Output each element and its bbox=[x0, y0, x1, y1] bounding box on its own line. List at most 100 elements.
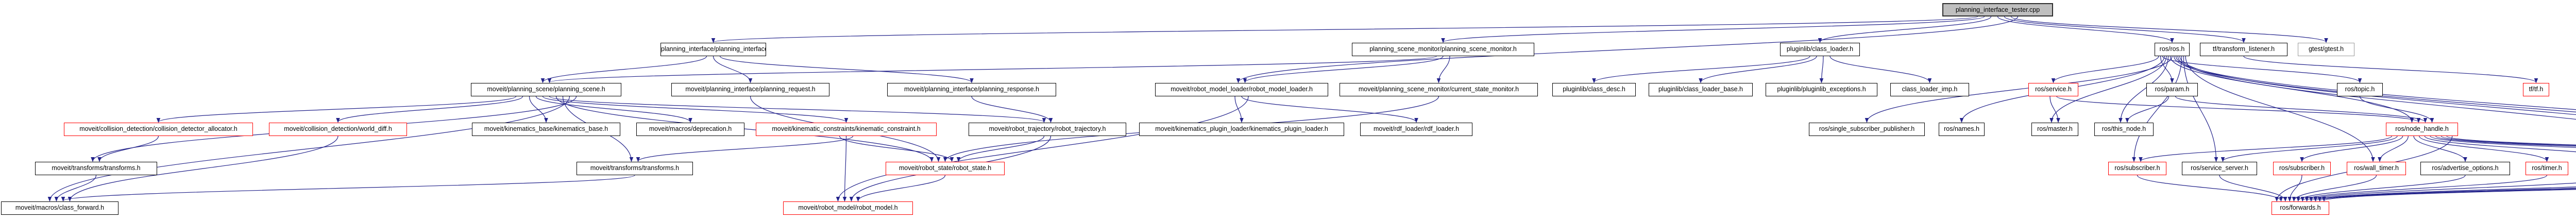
include-edge bbox=[2162, 56, 2362, 83]
include-edge bbox=[1818, 16, 1992, 43]
include-edge bbox=[2424, 136, 2576, 153]
graph-node-transforms2[interactable]: moveit/transforms/transforms.h bbox=[577, 162, 693, 175]
include-edge bbox=[156, 96, 517, 123]
graph-node-world_diff[interactable]: moveit/collision_detection/world_diff.h bbox=[269, 123, 407, 136]
graph-node-psm[interactable]: planning_scene_monitor/planning_scene_mo… bbox=[1352, 43, 1534, 56]
include-edge bbox=[2435, 136, 2576, 147]
include-edge bbox=[713, 56, 753, 83]
graph-node-planning_interface[interactable]: planning_interface/planning_interface.h bbox=[660, 43, 766, 56]
graph-node-deprecation[interactable]: moveit/macros/deprecation.h bbox=[636, 123, 744, 136]
graph-node-tf_tf[interactable]: tf/tf.h bbox=[2523, 83, 2549, 96]
include-edge bbox=[54, 175, 97, 202]
include-edge bbox=[2446, 136, 2576, 145]
include-edge bbox=[2049, 96, 2060, 123]
include-edge bbox=[2137, 175, 2283, 202]
include-edge bbox=[2139, 136, 2392, 162]
graph-node-this_node[interactable]: ros/this_node.h bbox=[2094, 123, 2154, 136]
include-edge bbox=[2119, 56, 2169, 123]
graph-node-ssp[interactable]: ros/single_subscriber_publisher.h bbox=[1809, 123, 1925, 136]
graph-node-names[interactable]: ros/names.h bbox=[1939, 123, 1985, 136]
graph-node-wall_timer[interactable]: ros/wall_timer.h bbox=[2347, 162, 2406, 175]
include-edge bbox=[97, 136, 159, 162]
graph-node-master[interactable]: ros/master.h bbox=[2031, 123, 2078, 136]
graph-node-class_forward[interactable]: moveit/macros/class_forward.h bbox=[1, 201, 118, 215]
include-edge bbox=[1997, 16, 2174, 43]
include-edge bbox=[836, 96, 1249, 202]
include-edge bbox=[67, 136, 338, 202]
graph-node-pluginlib_exceptions[interactable]: pluginlib/pluginlib_exceptions.h bbox=[1766, 83, 1877, 96]
include-edge bbox=[2287, 175, 2302, 202]
graph-node-kinematics_base[interactable]: moveit/kinematics_base/kinematics_base.h bbox=[472, 123, 620, 136]
include-edge bbox=[2430, 136, 2576, 148]
graph-node-current_state_monitor[interactable]: moveit/planning_scene_monitor/current_st… bbox=[1340, 83, 1538, 96]
include-edge bbox=[2132, 56, 2182, 162]
include-edge bbox=[956, 136, 1045, 162]
graph-node-planning_scene[interactable]: moveit/planning_scene/planning_scene.h bbox=[471, 83, 621, 96]
graph-node-advertise_options[interactable]: ros/advertise_options.h bbox=[2420, 162, 2510, 175]
include-edge bbox=[2160, 56, 2174, 83]
graph-node-cda[interactable]: moveit/collision_detection/collision_det… bbox=[64, 123, 253, 136]
graph-node-timer1[interactable]: ros/timer.h bbox=[2526, 162, 2568, 175]
graph-node-service[interactable]: ros/service.h bbox=[2028, 83, 2078, 96]
graph-node-planning_response[interactable]: moveit/planning_interface/planning_respo… bbox=[887, 83, 1056, 96]
graph-node-gtest[interactable]: gtest/gtest.h bbox=[2298, 43, 2354, 56]
graph-node-robot_trajectory[interactable]: moveit/robot_trajectory/robot_trajectory… bbox=[969, 123, 1126, 136]
graph-node-class_loader[interactable]: pluginlib/class_loader.h bbox=[1780, 43, 1860, 56]
graph-node-robot_model[interactable]: moveit/robot_model/robot_model.h bbox=[783, 201, 913, 215]
include-edge bbox=[2185, 56, 2375, 162]
include-edge bbox=[2322, 189, 2576, 202]
include-edge bbox=[2441, 136, 2576, 146]
include-edge bbox=[1241, 96, 1418, 123]
include-edge bbox=[535, 96, 692, 123]
include-edge bbox=[2049, 56, 2167, 123]
include-edge bbox=[2243, 56, 2538, 83]
include-edge bbox=[1243, 56, 1444, 83]
include-edge bbox=[2304, 182, 2576, 202]
include-edge bbox=[1236, 16, 2019, 83]
include-edge bbox=[2177, 56, 2576, 120]
graph-node-topic[interactable]: ros/topic.h bbox=[2337, 83, 2383, 96]
include-edge bbox=[711, 16, 1978, 43]
include-edge bbox=[1592, 56, 1810, 83]
include-edge bbox=[2378, 136, 2409, 162]
include-edge bbox=[47, 96, 570, 202]
graph-node-robot_state[interactable]: moveit/robot_state/robot_state.h bbox=[886, 162, 1005, 175]
graph-node-kpl[interactable]: moveit/kinematics_plugin_loader/kinemati… bbox=[1139, 123, 1344, 136]
include-edge bbox=[529, 96, 548, 123]
include-edge bbox=[1441, 16, 1985, 43]
include-edge bbox=[2056, 96, 2421, 123]
include-edge bbox=[2359, 96, 2434, 123]
graph-node-rdf_loader[interactable]: moveit/rdf_loader/rdf_loader.h bbox=[1360, 123, 1472, 136]
graph-node-class_loader_imp[interactable]: class_loader_imp.h bbox=[1890, 83, 1969, 96]
graph-node-tf_listener[interactable]: tf/transform_listener.h bbox=[2200, 43, 2287, 56]
graph-node-service_server[interactable]: ros/service_server.h bbox=[2182, 162, 2257, 175]
include-edge bbox=[2300, 175, 2548, 202]
graph-node-transforms1[interactable]: moveit/transforms/transforms.h bbox=[35, 162, 157, 175]
graph-node-subscriber2[interactable]: ros/subscriber.h bbox=[2273, 162, 2331, 175]
graph-node-robot_model_loader[interactable]: moveit/robot_model_loader/robot_model_lo… bbox=[1155, 83, 1328, 96]
graph-node-ros_ros[interactable]: ros/ros.h bbox=[2155, 43, 2190, 56]
include-edge bbox=[2175, 56, 2576, 110]
include-edge bbox=[2051, 56, 2159, 83]
graph-node-class_desc[interactable]: pluginlib/class_desc.h bbox=[1552, 83, 1636, 96]
include-edge bbox=[2219, 175, 2287, 202]
graph-node-node_handle[interactable]: ros/node_handle.h bbox=[2386, 123, 2458, 136]
include-edge bbox=[2175, 96, 2428, 123]
include-edge bbox=[856, 175, 946, 202]
include-edge bbox=[2313, 188, 2576, 202]
include-edge bbox=[1436, 56, 1450, 83]
graph-node-planning_request[interactable]: moveit/planning_interface/planning_reque… bbox=[671, 83, 829, 96]
graph-node-forwards[interactable]: ros/forwards.h bbox=[2272, 201, 2329, 215]
include-edge bbox=[719, 56, 974, 83]
graph-node-class_loader_base[interactable]: pluginlib/class_loader_base.h bbox=[1649, 83, 1753, 96]
include-edge bbox=[1819, 56, 1824, 83]
include-edge bbox=[971, 96, 1053, 123]
graph-node-subscriber1[interactable]: ros/subscriber.h bbox=[2108, 162, 2166, 175]
graph-node-param[interactable]: ros/param.h bbox=[2146, 83, 2198, 96]
graph-node-kinematic_constraint[interactable]: moveit/kinematic_constraints/kinematic_c… bbox=[756, 123, 937, 136]
include-edge bbox=[2183, 56, 2218, 162]
include-edge bbox=[336, 96, 523, 123]
include-edge bbox=[2309, 187, 2576, 202]
